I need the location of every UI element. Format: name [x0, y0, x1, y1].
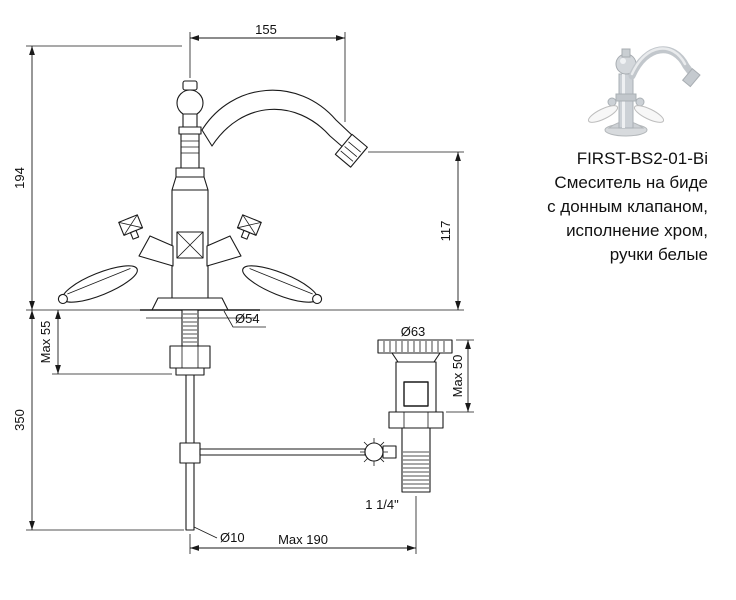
dim-dia54-label: Ø54 [235, 311, 260, 326]
mounting-nut [169, 345, 211, 369]
dim-dia63-label: Ø63 [401, 324, 426, 339]
dim-thread-label: 1 1/4" [365, 497, 399, 512]
photo-right-lever [633, 105, 665, 123]
left-valve-pin [118, 214, 144, 240]
right-handle-arm [206, 235, 242, 267]
base-escutcheon [151, 297, 229, 311]
dim-max190-label: Max 190 [278, 532, 328, 547]
right-lever [242, 265, 323, 305]
finial-cap [182, 80, 198, 91]
rod-coupling [179, 442, 201, 464]
horizontal-rod [199, 448, 366, 456]
dim-dia10-label: Ø10 [220, 530, 245, 545]
product-description-line-1: Смеситель на биде [554, 173, 708, 192]
product-description-line-2: с донным клапаном, [547, 197, 708, 216]
mounting-shank [181, 309, 199, 347]
aerator [334, 133, 368, 168]
drain-window [403, 381, 429, 407]
technical-drawing: 155 194 117 Max 55 350 Ø54 Ø63 [12, 22, 474, 554]
product-code: FIRST-BS2-01-Bi [576, 149, 708, 168]
ball-top [176, 89, 204, 117]
left-lever [57, 265, 138, 305]
dim-155-label: 155 [255, 22, 277, 37]
dim-350-label: 350 [12, 409, 27, 431]
under-deck [169, 309, 366, 531]
photo-aerator [681, 67, 701, 88]
dim-max50-label: Max 50 [450, 355, 465, 398]
product-description-line-3: исполнение хром, [566, 221, 708, 240]
drain-locknut [388, 411, 444, 429]
photo-left-lever [587, 105, 619, 123]
dim-194-label: 194 [12, 167, 27, 189]
right-valve-pin [236, 214, 262, 240]
column [180, 133, 200, 171]
dim-117-label: 117 [438, 221, 453, 242]
product-photo [586, 16, 720, 146]
caption: FIRST-BS2-01-Bi Смеситель на биде с донн… [547, 147, 708, 267]
drain-assembly [360, 339, 453, 493]
deck [26, 309, 464, 319]
product-photo-image [587, 46, 701, 137]
left-handle-arm [138, 235, 174, 267]
dimensions: 155 194 117 Max 55 350 Ø54 Ø63 [12, 22, 474, 554]
drain-flange [377, 339, 453, 354]
faucet-outline [57, 80, 368, 311]
dim-max55-label: Max 55 [38, 321, 53, 364]
product-description-line-4: ручки белые [609, 245, 708, 264]
spout [201, 89, 355, 150]
